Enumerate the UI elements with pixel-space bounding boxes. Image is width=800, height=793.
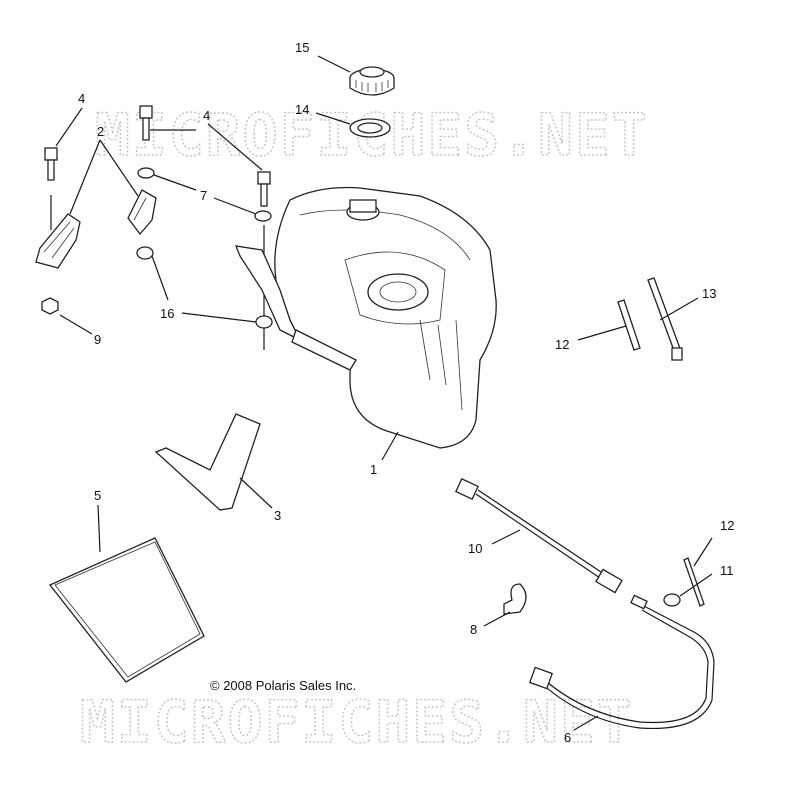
clamp-part[interactable] bbox=[503, 583, 527, 615]
bolt-right-part[interactable] bbox=[257, 171, 271, 350]
watermark-bottom: MICROFICHES.NET bbox=[80, 688, 634, 756]
strap-lower-part[interactable] bbox=[683, 557, 705, 607]
bolt-left-part[interactable] bbox=[44, 147, 58, 230]
leader-lines bbox=[55, 55, 713, 731]
strap-short-part[interactable] bbox=[617, 299, 641, 351]
callout-8: 8 bbox=[470, 622, 477, 637]
callout-12-lower: 12 bbox=[720, 518, 734, 533]
pad-part[interactable] bbox=[48, 537, 205, 683]
fuel-cap-part[interactable] bbox=[349, 66, 395, 96]
callout-labels: 15 14 4 4 2 7 16 9 13 12 1 3 5 10 12 11 … bbox=[78, 40, 734, 745]
fuel-tank-part[interactable] bbox=[234, 186, 497, 449]
callout-1: 1 bbox=[370, 462, 377, 477]
callout-6: 6 bbox=[564, 730, 571, 745]
hose-clip-part[interactable] bbox=[663, 593, 681, 607]
callout-15: 15 bbox=[295, 40, 309, 55]
callout-9: 9 bbox=[94, 332, 101, 347]
callout-4-right: 4 bbox=[203, 108, 210, 123]
bracket-left-part[interactable] bbox=[35, 213, 81, 269]
vent-hose-part[interactable] bbox=[528, 594, 715, 730]
callout-10: 10 bbox=[468, 541, 482, 556]
callout-4-left: 4 bbox=[78, 91, 85, 106]
callout-12-upper: 12 bbox=[555, 337, 569, 352]
callout-5: 5 bbox=[94, 488, 101, 503]
nut-part[interactable] bbox=[41, 297, 59, 315]
copyright-text: © 2008 Polaris Sales Inc. bbox=[210, 678, 356, 693]
callout-13: 13 bbox=[702, 286, 716, 301]
callout-14: 14 bbox=[295, 102, 309, 117]
bracket-right-part[interactable] bbox=[127, 189, 157, 236]
fuel-line-part[interactable] bbox=[455, 477, 623, 594]
washer-upper-part[interactable] bbox=[137, 167, 272, 222]
heat-shield-part[interactable] bbox=[154, 413, 261, 511]
strap-long-part[interactable] bbox=[647, 277, 683, 361]
callout-16: 16 bbox=[160, 306, 174, 321]
callout-2: 2 bbox=[97, 124, 104, 139]
callout-11: 11 bbox=[720, 563, 734, 578]
callout-3: 3 bbox=[274, 508, 281, 523]
grommet-part[interactable] bbox=[136, 246, 273, 329]
callout-7: 7 bbox=[200, 188, 207, 203]
bolt-middle-part[interactable] bbox=[139, 105, 153, 141]
cap-seal-part[interactable] bbox=[349, 118, 391, 138]
